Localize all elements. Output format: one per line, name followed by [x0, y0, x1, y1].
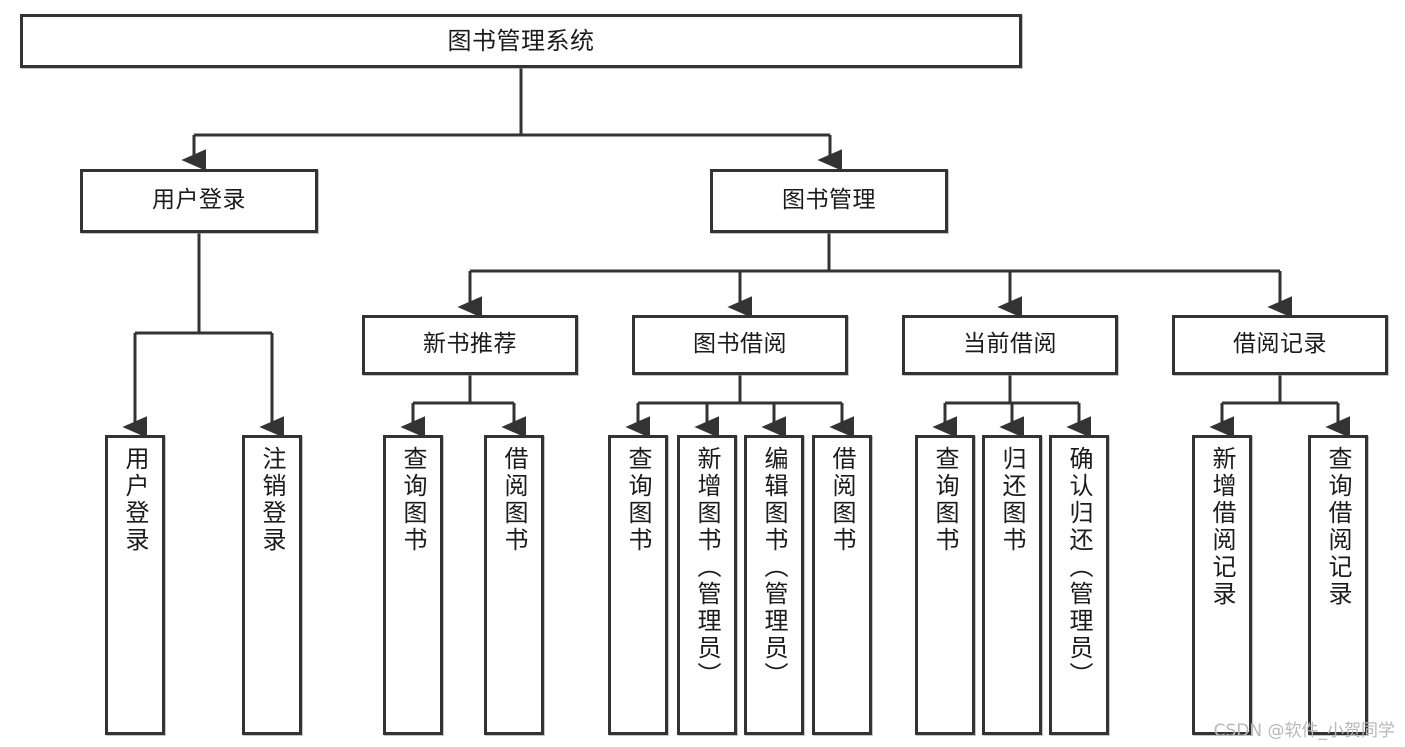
node-root-book-management-system[interactable]: 图书管理系统	[20, 14, 1022, 68]
node-label: 编辑图书（管理员）	[760, 446, 788, 689]
node-label: 新增借阅记录	[1208, 446, 1236, 608]
node-label: 图书管理	[782, 187, 876, 214]
node-label: 用户登录	[152, 187, 246, 214]
leaf-book-borrow-4[interactable]: 借阅图书	[812, 435, 872, 735]
node-new-book-recommend[interactable]: 新书推荐	[362, 315, 578, 375]
node-book-management[interactable]: 图书管理	[710, 169, 948, 233]
node-label: 查询图书	[931, 446, 959, 554]
node-user-login[interactable]: 用户登录	[80, 169, 318, 233]
node-label: 注销登录	[258, 446, 286, 554]
node-label: 图书管理系统	[447, 26, 595, 55]
node-label: 查询借阅记录	[1324, 446, 1352, 608]
leaf-current-borrow-3[interactable]: 确认归还（管理员）	[1049, 435, 1109, 735]
node-label: 查询图书	[624, 446, 652, 554]
node-label: 新书推荐	[423, 331, 517, 358]
leaf-book-borrow-3[interactable]: 编辑图书（管理员）	[744, 435, 804, 735]
node-label: 借阅记录	[1233, 331, 1327, 358]
node-current-borrow[interactable]: 当前借阅	[902, 315, 1118, 375]
watermark-text: CSDN @软件_小贺同学	[1213, 721, 1395, 741]
leaf-user-login-1[interactable]: 用户登录	[105, 435, 165, 735]
node-label: 借阅图书	[828, 446, 856, 554]
node-label: 新增图书（管理员）	[693, 446, 721, 689]
leaf-book-borrow-2[interactable]: 新增图书（管理员）	[677, 435, 737, 735]
leaf-current-borrow-1[interactable]: 查询图书	[915, 435, 975, 735]
leaf-book-borrow-1[interactable]: 查询图书	[608, 435, 668, 735]
node-book-borrow[interactable]: 图书借阅	[632, 315, 848, 375]
node-borrow-record[interactable]: 借阅记录	[1172, 315, 1388, 375]
node-label: 归还图书	[998, 446, 1026, 554]
node-label: 查询图书	[399, 446, 427, 554]
leaf-new-book-recommend-2[interactable]: 借阅图书	[484, 435, 544, 735]
leaf-current-borrow-2[interactable]: 归还图书	[982, 435, 1042, 735]
leaf-user-login-2[interactable]: 注销登录	[242, 435, 302, 735]
leaf-borrow-record-2[interactable]: 查询借阅记录	[1308, 435, 1368, 735]
node-label: 确认归还（管理员）	[1065, 446, 1093, 689]
node-label: 图书借阅	[693, 331, 787, 358]
node-label: 借阅图书	[500, 446, 528, 554]
node-label: 用户登录	[121, 446, 149, 554]
leaf-borrow-record-1[interactable]: 新增借阅记录	[1192, 435, 1252, 735]
leaf-new-book-recommend-1[interactable]: 查询图书	[383, 435, 443, 735]
node-label: 当前借阅	[963, 331, 1057, 358]
